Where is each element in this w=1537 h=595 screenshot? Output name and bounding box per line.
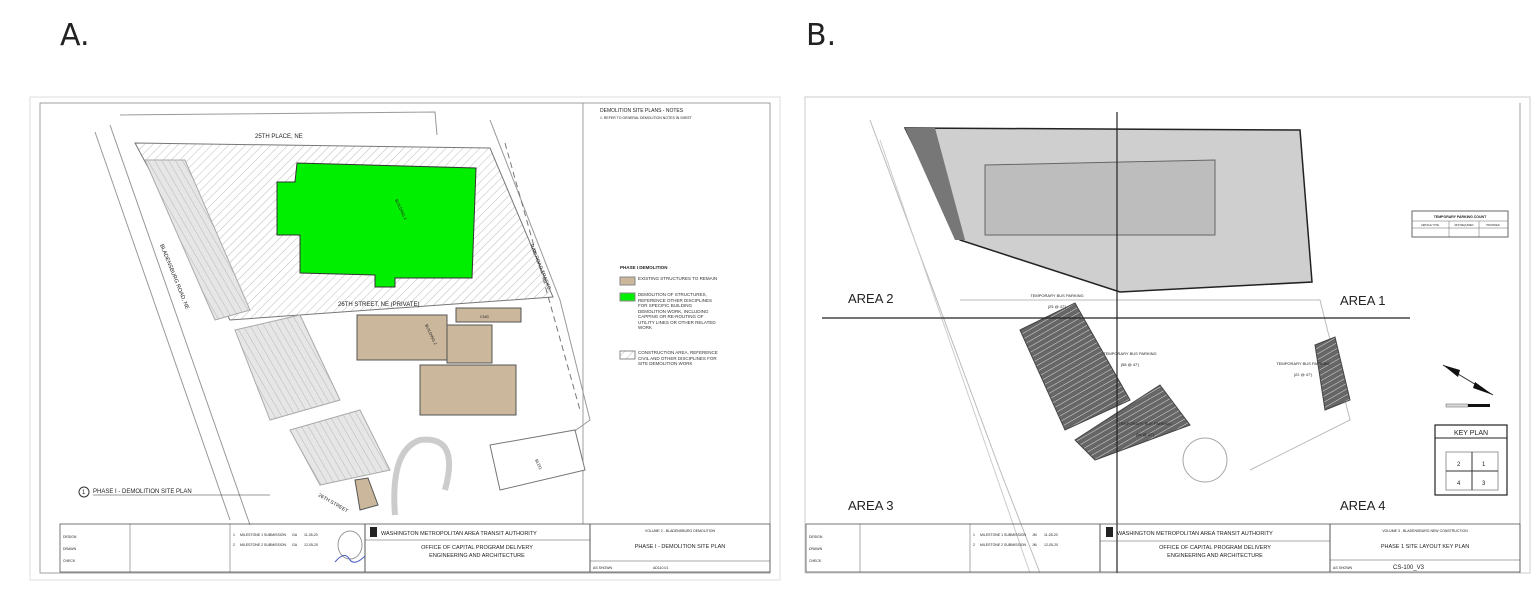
label: 1 (1482, 462, 1486, 468)
area-3-label: AREA 3 (848, 498, 894, 513)
label: JM (1032, 533, 1037, 537)
parking-label: TEMPORARY BUS PARKING (1118, 421, 1171, 426)
street-26th: 26TH STREET, NE (PRIVATE) (338, 302, 419, 308)
parking-count: (25 @ 47') (1048, 304, 1067, 309)
label: DRAWN (809, 547, 823, 551)
wmata-logo (1106, 527, 1113, 537)
bldg-label: BLDG (534, 458, 543, 470)
label: CHECK (809, 559, 822, 563)
panel-label-a: A. (60, 18, 90, 53)
drawing-no: AD110.01 (653, 566, 668, 570)
key-plan: KEY PLAN 2 1 4 3 (1434, 424, 1508, 496)
north-arrow-icon (1442, 364, 1494, 408)
street-25th-place: 25TH PLACE, NE (255, 134, 303, 140)
volume: VOLUME 3 - BLADENSBURG NEW CONSTRUCTION (1382, 529, 1468, 533)
parking-count-table: TEMPORARY PARKING COUNT VEHICLE TYPE RFP… (1411, 210, 1509, 238)
drawing-no: CS-100_V3 (1393, 565, 1425, 571)
label: 2 (973, 543, 975, 547)
cng-label: CNG (480, 314, 489, 319)
parking-block (1019, 302, 1131, 431)
dept: ENGINEERING AND ARCHITECTURE (429, 553, 525, 559)
legend-item-demolition: DEMOLITION OF STRUCTURES, REFERENCE OTHE… (638, 292, 716, 330)
plan-title: PHASE I - DEMOLITION SITE PLAN (93, 489, 192, 495)
label: 2 (233, 543, 235, 547)
plan-number: 1 (82, 490, 86, 496)
drawing-b: AREA 1 AREA 2 AREA 3 AREA 4 TEMPORARY BU… (804, 96, 1531, 574)
label: PROVIDED (1486, 224, 1499, 227)
parking-label: TEMPORARY BUS PARKING (1276, 361, 1329, 366)
title-block-b: DESIGN DRAWN CHECK 1 MILESTONE 1 SUBMISS… (805, 523, 1521, 573)
legend-item-existing: EXISTING STRUCTURES TO REMAIN (638, 276, 718, 281)
label: 2 (1457, 462, 1461, 468)
parking-block (1314, 336, 1351, 411)
office: OFFICE OF CAPITAL PROGRAM DELIVERY (421, 545, 533, 551)
label: 1 (973, 533, 975, 537)
dept: ENGINEERING AND ARCHITECTURE (1167, 553, 1263, 559)
signature (334, 555, 366, 563)
label: GA (292, 533, 298, 537)
label: MILESTONE 1 SUBMISSION (240, 533, 287, 537)
key-plan-title: KEY PLAN (1454, 430, 1488, 437)
notes-text: 1. REFER TO GENERAL DEMOLITION NOTES IN … (600, 116, 693, 120)
label: DESIGN (809, 535, 823, 539)
parking-count: (58 @ 47') (1136, 432, 1155, 437)
parking-label: TEMPORARY BUS PARKING (1030, 293, 1083, 298)
authority: WASHINGTON METROPOLITAN AREA TRANSIT AUT… (1117, 531, 1273, 537)
label: GA (292, 543, 298, 547)
parking-block (1074, 384, 1191, 461)
label: MILESTONE 1 SUBMISSION (980, 533, 1027, 537)
label: TEMPORARY PARKING COUNT (1434, 215, 1487, 219)
drawing-a: DEMOLITION SITE PLANS - NOTES 1. REFER T… (29, 96, 781, 581)
legend: PHASE I DEMOLITION EXISTING STRUCTURES T… (619, 265, 718, 366)
title-block-a: DESIGN DRAWN CHECK 1 MILESTONE 1 SUBMISS… (59, 523, 771, 573)
label: 3 (1482, 481, 1486, 487)
label: JM (1032, 543, 1037, 547)
sheet-title: PHASE 1 SITE LAYOUT KEY PLAN (1381, 544, 1469, 550)
label: MILESTONE 2 SUBMISSION (240, 543, 287, 547)
parking-label: TEMPORARY BUS PARKING (1103, 351, 1156, 356)
label: 1 (233, 533, 235, 537)
label: 12-05-20 (304, 543, 318, 547)
sheet-title: PHASE I - DEMOLITION SITE PLAN (635, 544, 725, 550)
scale: AS SHOWN (1333, 566, 1353, 570)
label: RFP REQUIRED (1455, 224, 1474, 227)
label: DRAWN (63, 547, 77, 551)
building-demolish (276, 162, 477, 288)
label: MILESTONE 2 SUBMISSION (980, 543, 1027, 547)
legend-item-construction: CONSTRUCTION AREA, REFERENCE CIVIL AND O… (638, 350, 718, 366)
building-existing (356, 314, 448, 361)
scale: AS SHOWN (593, 566, 613, 570)
legend-title: PHASE I DEMOLITION (620, 265, 668, 270)
label: VEHICLE TYPE (1421, 224, 1439, 227)
notes-title: DEMOLITION SITE PLANS - NOTES (600, 108, 684, 114)
label: 11-05-20 (1044, 533, 1058, 537)
parking-count: (58 @ 47') (1121, 362, 1140, 367)
parking-count: (22 @ 47') (1294, 372, 1313, 377)
authority: WASHINGTON METROPOLITAN AREA TRANSIT AUT… (381, 531, 537, 537)
label: 12-05-20 (1044, 543, 1058, 547)
wmata-logo (370, 527, 377, 537)
label: DESIGN (63, 535, 77, 539)
building-existing-2 (419, 364, 517, 416)
area-2-label: AREA 2 (848, 291, 894, 306)
volume: VOLUME 2 - BLADENSBURG DEMOLITION (645, 529, 715, 533)
area-1-label: AREA 1 (1340, 293, 1386, 308)
office: OFFICE OF CAPITAL PROGRAM DELIVERY (1159, 545, 1271, 551)
label: 4 (1457, 481, 1461, 487)
label: 11-05-20 (304, 533, 318, 537)
panel-label-b: B. (806, 18, 837, 53)
area-4-label: AREA 4 (1340, 498, 1386, 513)
label: CHECK (63, 559, 76, 563)
